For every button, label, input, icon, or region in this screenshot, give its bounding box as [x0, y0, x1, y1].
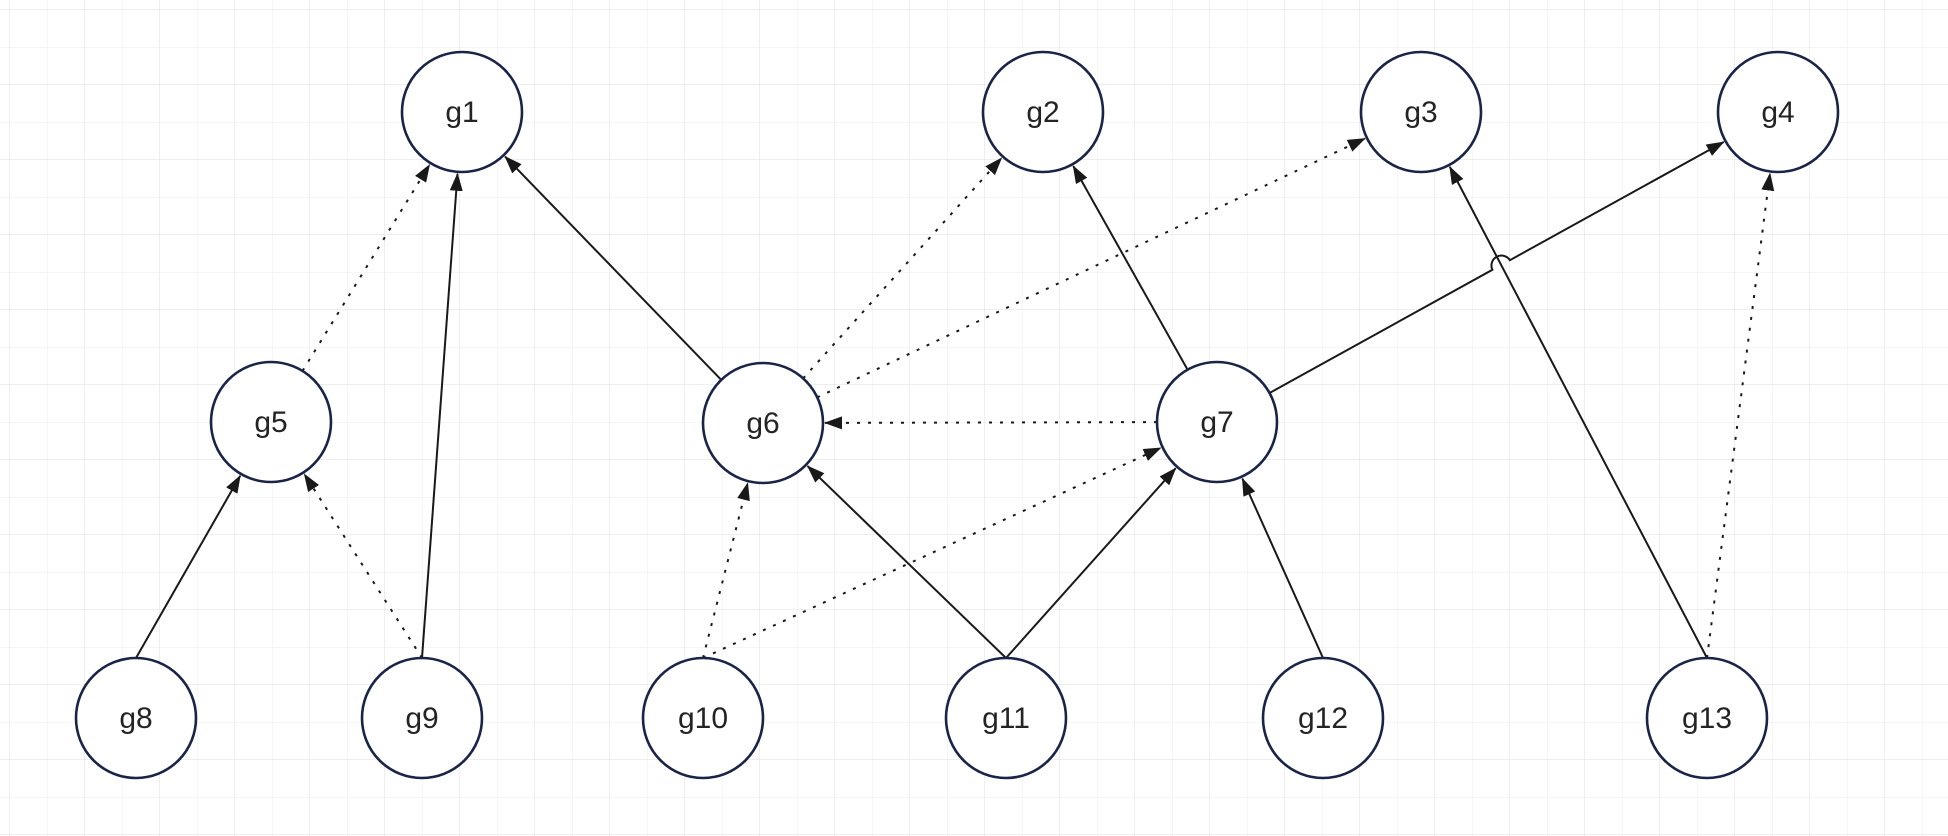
node-g13[interactable]: g13 — [1645, 656, 1769, 780]
node-label-g8: g8 — [119, 702, 152, 735]
node-circle-g6[interactable] — [701, 361, 825, 485]
edge-layer — [135, 137, 1775, 659]
node-circle-g1[interactable] — [400, 50, 524, 174]
node-label-g7: g7 — [1200, 406, 1233, 439]
edge-g13-g3-solid-arrow[interactable] — [1448, 166, 1708, 659]
edge-g6-g3-dotted-arrow[interactable] — [816, 137, 1366, 399]
edge-g11-g7-solid-arrow[interactable] — [1005, 467, 1177, 659]
node-circle-g9[interactable] — [360, 656, 484, 780]
node-label-g1: g1 — [445, 96, 478, 129]
node-g4[interactable]: g4 — [1716, 50, 1840, 174]
edge-g12-g7-solid-arrow[interactable] — [1241, 477, 1324, 659]
node-g8[interactable]: g8 — [74, 656, 198, 780]
node-label-g2: g2 — [1026, 96, 1059, 129]
node-g5[interactable]: g5 — [209, 360, 333, 484]
node-label-g5: g5 — [254, 406, 287, 439]
node-label-g10: g10 — [678, 702, 728, 735]
node-layer: g1 g2 g3 g4 g5 g6 g7 g8 g9 g10 g11 g12 g13 — [74, 50, 1840, 780]
node-g7[interactable]: g7 — [1155, 360, 1279, 484]
edge-g7-g4-solid-arrow[interactable] — [1269, 141, 1725, 394]
node-label-g4: g4 — [1761, 96, 1794, 129]
node-label-g11: g11 — [982, 702, 1030, 735]
node-label-g12: g12 — [1298, 702, 1348, 735]
node-circle-g2[interactable] — [981, 50, 1105, 174]
node-circle-g4[interactable] — [1716, 50, 1840, 174]
node-circle-g13[interactable] — [1645, 656, 1769, 780]
node-circle-g5[interactable] — [209, 360, 333, 484]
node-circle-g7[interactable] — [1155, 360, 1279, 484]
node-label-g13: g13 — [1682, 702, 1732, 735]
node-g9[interactable]: g9 — [360, 656, 484, 780]
edge-g9-g1-solid-arrow[interactable] — [421, 172, 463, 659]
edge-g8-g5-solid-arrow[interactable] — [135, 474, 242, 659]
edge-g6-g1-solid-arrow[interactable] — [504, 155, 723, 381]
edge-g5-g1-dotted-arrow[interactable] — [301, 163, 431, 372]
edge-g13-g4-dotted-arrow[interactable] — [1706, 172, 1775, 659]
node-circle-g11[interactable] — [944, 656, 1068, 780]
node-g3[interactable]: g3 — [1359, 50, 1483, 174]
node-g11[interactable]: g11 — [944, 656, 1068, 780]
node-circle-g8[interactable] — [74, 656, 198, 780]
edge-g10-g6-dotted-arrow[interactable] — [702, 482, 750, 659]
node-circle-g10[interactable] — [641, 656, 765, 780]
node-g1[interactable]: g1 — [400, 50, 524, 174]
node-label-g3: g3 — [1404, 96, 1437, 129]
node-label-g6: g6 — [746, 407, 779, 440]
node-g12[interactable]: g12 — [1261, 656, 1385, 780]
edge-g10-g7-dotted-arrow[interactable] — [702, 446, 1162, 659]
node-g6[interactable]: g6 — [701, 361, 825, 485]
node-g2[interactable]: g2 — [981, 50, 1105, 174]
edge-g7-g6-dotted-arrow[interactable] — [824, 416, 1158, 430]
node-circle-g12[interactable] — [1261, 656, 1385, 780]
edge-g7-g2-solid-arrow[interactable] — [1072, 165, 1189, 371]
node-label-g9: g9 — [405, 702, 438, 735]
edge-g11-g6-solid-arrow[interactable] — [806, 465, 1007, 659]
node-circle-g3[interactable] — [1359, 50, 1483, 174]
node-g10[interactable]: g10 — [641, 656, 765, 780]
